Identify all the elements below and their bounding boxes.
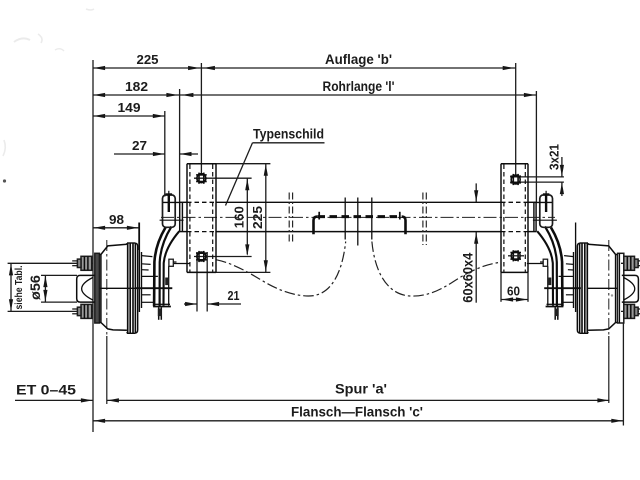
- svg-text:siehe Tabl.: siehe Tabl.: [14, 265, 25, 309]
- svg-text:21: 21: [228, 288, 240, 303]
- svg-text:98: 98: [109, 212, 124, 227]
- svg-text:60: 60: [507, 284, 520, 299]
- svg-text:3x21: 3x21: [547, 144, 562, 170]
- svg-text:Flansch—Flansch 'c': Flansch—Flansch 'c': [291, 404, 423, 419]
- svg-text:Auflage 'b': Auflage 'b': [325, 52, 392, 67]
- svg-text:225: 225: [137, 52, 159, 67]
- svg-text:Rohrlange 'l': Rohrlange 'l': [323, 79, 395, 94]
- svg-text:160: 160: [232, 206, 247, 228]
- svg-text:27: 27: [132, 138, 147, 153]
- svg-text:182: 182: [125, 79, 148, 94]
- svg-text:149: 149: [118, 100, 141, 115]
- svg-text:ø56: ø56: [28, 275, 43, 300]
- svg-text:Typenschild: Typenschild: [253, 127, 324, 143]
- svg-text:ET 0–45: ET 0–45: [16, 383, 77, 398]
- svg-text:Spur 'a': Spur 'a': [335, 381, 387, 396]
- svg-text:60x60x4: 60x60x4: [460, 252, 475, 302]
